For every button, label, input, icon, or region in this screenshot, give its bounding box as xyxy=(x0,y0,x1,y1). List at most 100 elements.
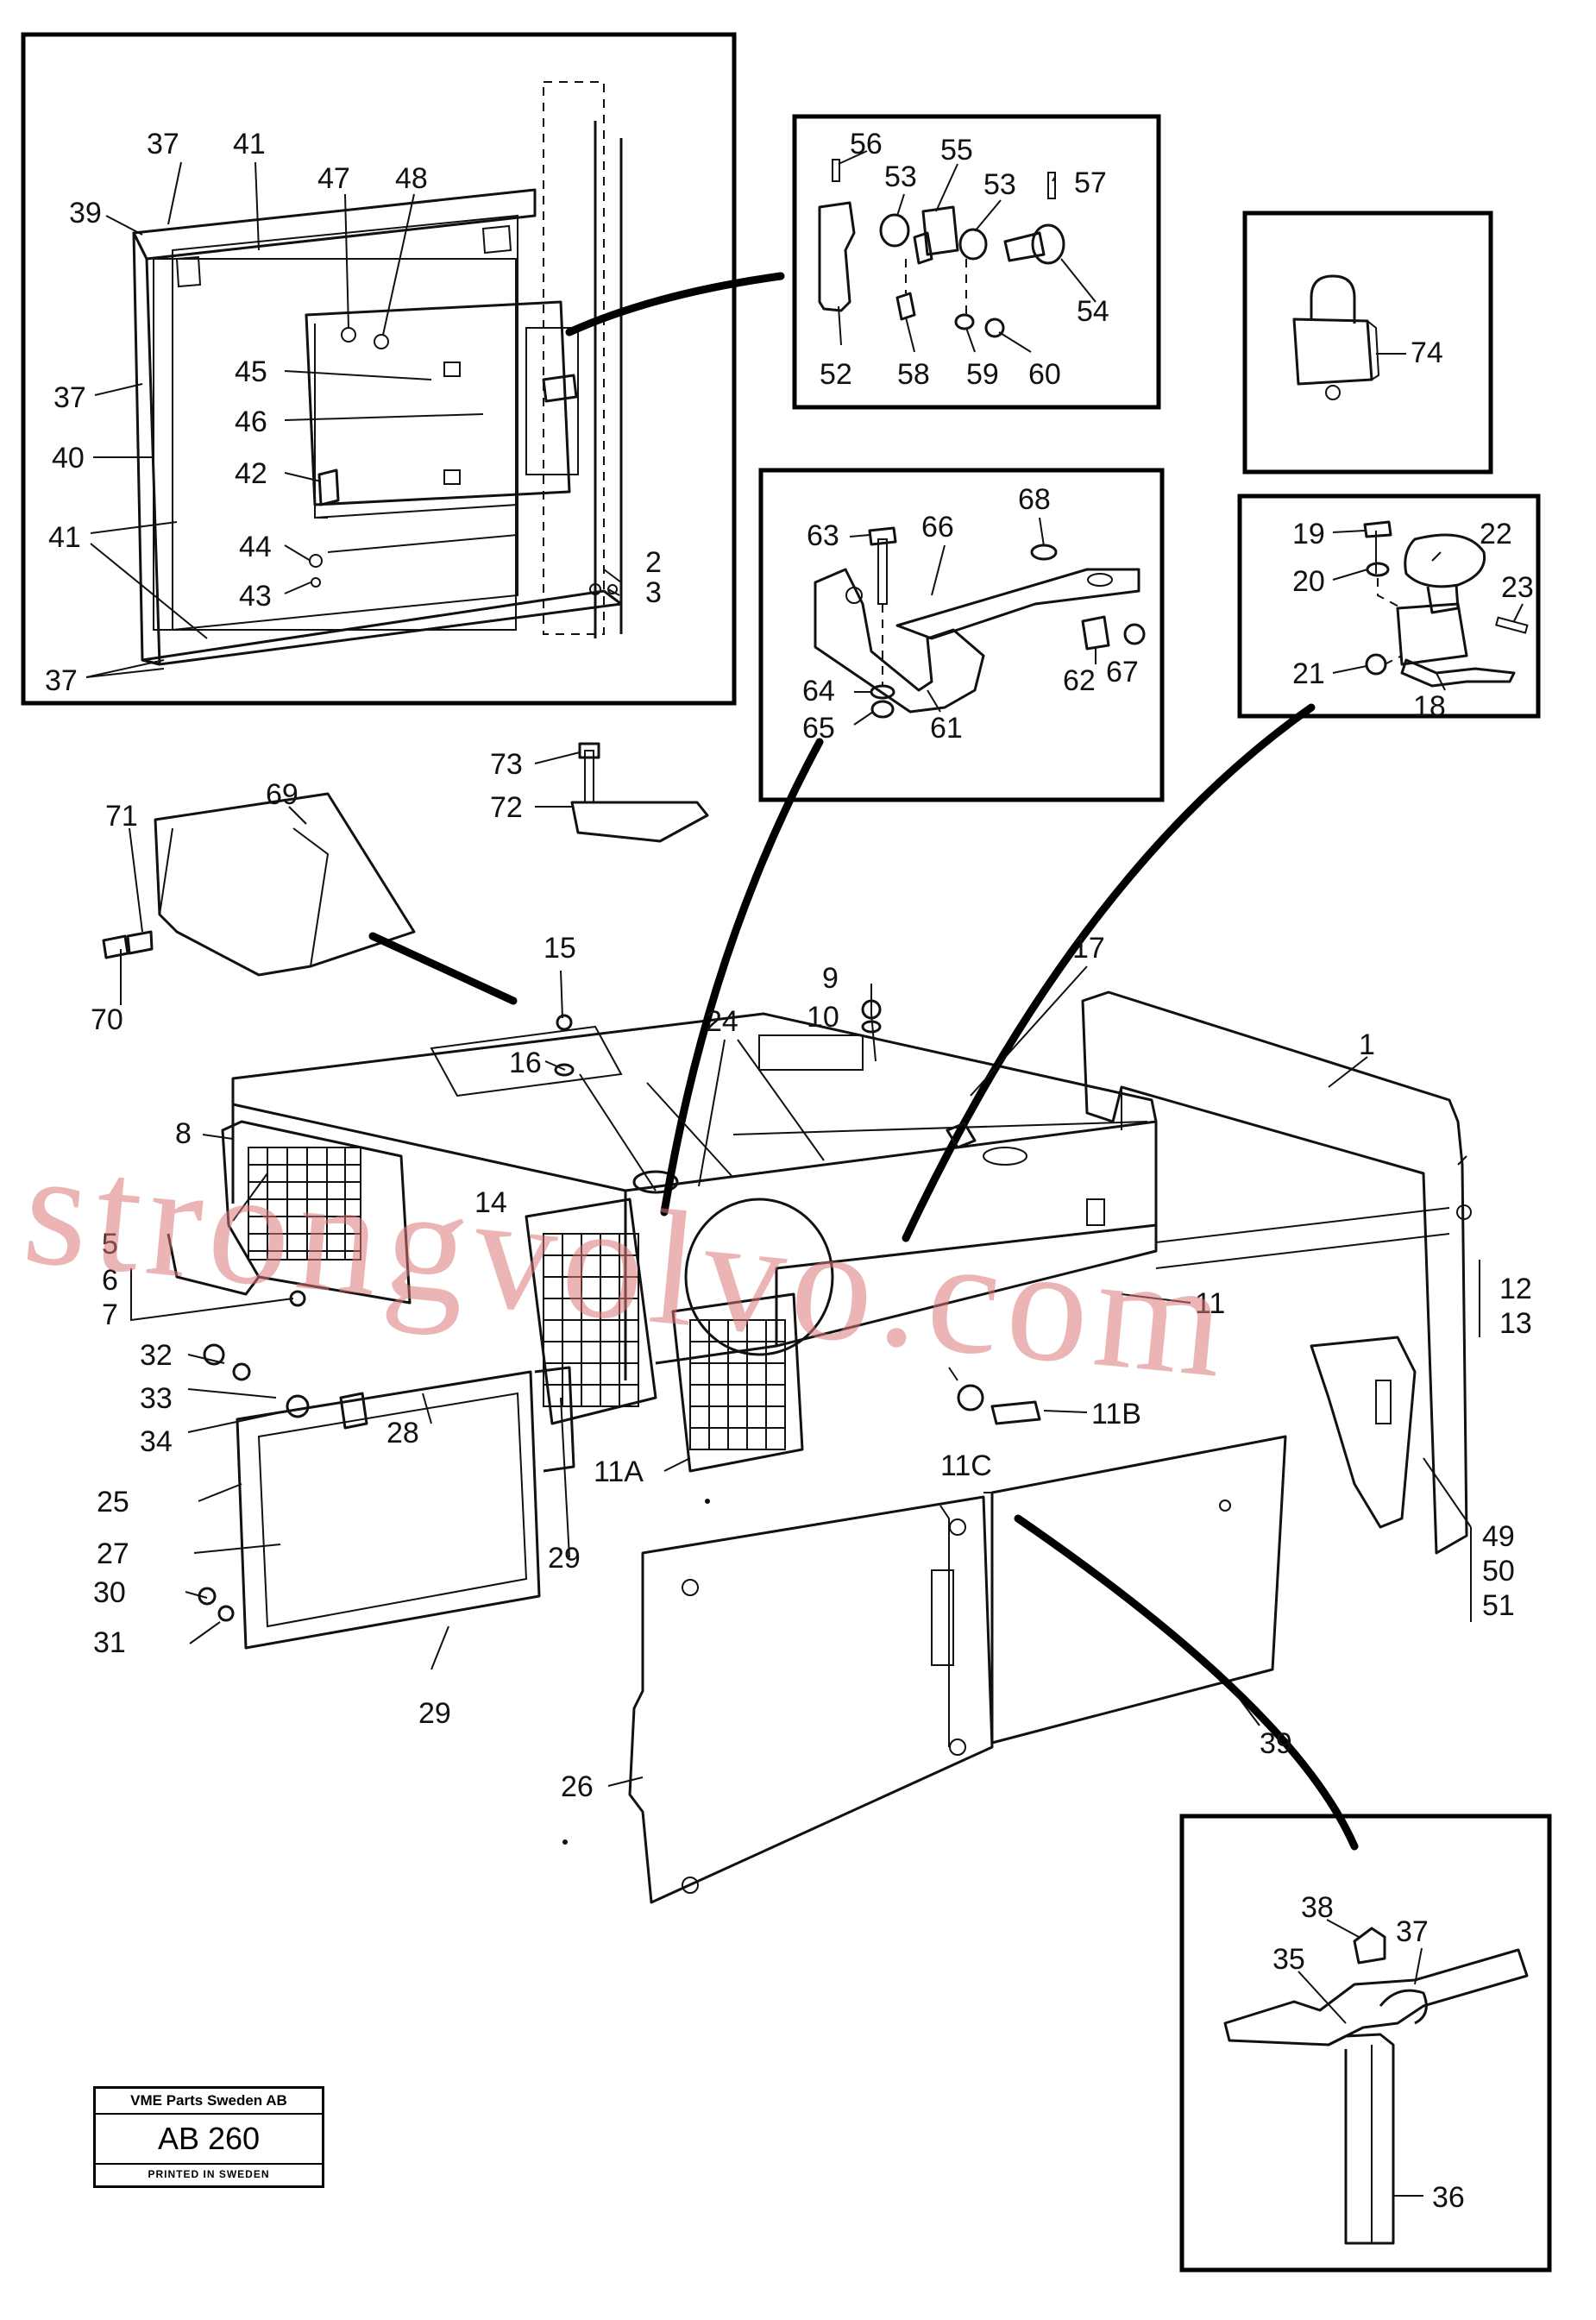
connector-arcs xyxy=(368,272,1359,1851)
stamp-printed: PRINTED IN SWEDEN xyxy=(148,2168,270,2180)
label-50: 50 xyxy=(1482,1555,1515,1588)
label-38: 38 xyxy=(1301,1891,1334,1924)
label-19: 19 xyxy=(1292,518,1325,550)
label-15: 15 xyxy=(544,932,576,965)
label-45: 45 xyxy=(235,355,267,388)
label-37: 37 xyxy=(1396,1915,1429,1948)
label-71: 71 xyxy=(105,800,138,833)
label-2: 2 xyxy=(645,546,662,579)
label-34: 34 xyxy=(140,1425,173,1458)
label-70: 70 xyxy=(91,1003,123,1036)
label-54: 54 xyxy=(1077,295,1109,328)
label-1: 1 xyxy=(1359,1028,1375,1061)
label-14: 14 xyxy=(474,1186,507,1219)
detail-box-lock-knob xyxy=(1237,494,1541,719)
label-51: 51 xyxy=(1482,1589,1515,1622)
label-11a: 11A xyxy=(594,1456,644,1488)
label-13: 13 xyxy=(1499,1307,1532,1340)
leader-lines-hinge-pin xyxy=(838,150,1096,353)
publisher-stamp: VME Parts Sweden AB AB 260 PRINTED IN SW… xyxy=(93,2086,324,2188)
label-66: 66 xyxy=(921,511,954,544)
label-40: 40 xyxy=(52,442,85,475)
label-69: 69 xyxy=(266,778,298,811)
label-42: 42 xyxy=(235,457,267,490)
label-37: 37 xyxy=(45,664,78,697)
label-74: 74 xyxy=(1411,336,1443,369)
detail-box-door-interior xyxy=(21,32,737,706)
label-48: 48 xyxy=(395,162,428,195)
label-11: 11 xyxy=(1195,1287,1225,1320)
label-28: 28 xyxy=(386,1417,419,1449)
label-12: 12 xyxy=(1499,1273,1532,1305)
label-31: 31 xyxy=(93,1626,126,1659)
label-32: 32 xyxy=(140,1339,173,1372)
label-29: 29 xyxy=(548,1542,581,1575)
label-22: 22 xyxy=(1480,518,1512,550)
label-53: 53 xyxy=(884,160,917,193)
label-49: 49 xyxy=(1482,1520,1515,1553)
label-55: 55 xyxy=(940,134,973,167)
label-27: 27 xyxy=(97,1537,129,1570)
label-53: 53 xyxy=(983,168,1016,201)
label-5: 5 xyxy=(102,1228,118,1261)
label-62: 62 xyxy=(1063,664,1096,697)
leader-lines-seal xyxy=(1298,1919,1423,2197)
label-11b: 11B xyxy=(1091,1398,1141,1430)
label-68: 68 xyxy=(1018,483,1051,516)
label-63: 63 xyxy=(807,519,839,552)
label-17: 17 xyxy=(1072,932,1105,965)
label-60: 60 xyxy=(1028,358,1061,391)
label-18: 18 xyxy=(1413,690,1446,723)
leader-lines-main xyxy=(120,751,1480,1787)
label-39: 39 xyxy=(1260,1727,1292,1760)
detail-box-padlock xyxy=(1242,211,1493,475)
label-41: 41 xyxy=(48,521,81,554)
label-72: 72 xyxy=(490,791,523,824)
label-64: 64 xyxy=(802,675,835,707)
label-10: 10 xyxy=(807,1001,839,1034)
label-33: 33 xyxy=(140,1382,173,1415)
label-26: 26 xyxy=(561,1770,594,1803)
label-67: 67 xyxy=(1106,656,1139,688)
label-43: 43 xyxy=(239,580,272,613)
label-37: 37 xyxy=(147,128,179,160)
main-assembly xyxy=(102,742,1472,1904)
label-61: 61 xyxy=(930,712,963,745)
label-37: 37 xyxy=(53,381,86,414)
label-21: 21 xyxy=(1292,657,1325,690)
label-58: 58 xyxy=(897,358,930,391)
detail-box-hinge-pin xyxy=(792,114,1161,410)
label-46: 46 xyxy=(235,406,267,438)
label-57: 57 xyxy=(1074,167,1107,199)
label-3: 3 xyxy=(645,576,662,609)
leader-lines-hinge-bracket xyxy=(849,517,1096,726)
stamp-company: VME Parts Sweden AB xyxy=(96,2089,322,2115)
label-9: 9 xyxy=(822,962,839,995)
label-35: 35 xyxy=(1272,1943,1305,1976)
label-30: 30 xyxy=(93,1576,126,1609)
leader-lines-door-interior xyxy=(85,161,622,678)
label-16: 16 xyxy=(509,1047,542,1079)
label-65: 65 xyxy=(802,712,835,745)
detail-box-seal xyxy=(1179,1814,1552,2273)
label-24: 24 xyxy=(706,1005,738,1038)
label-59: 59 xyxy=(966,358,999,391)
stray-dot xyxy=(705,1499,710,1504)
detail-box-hinge-bracket xyxy=(758,468,1165,802)
label-52: 52 xyxy=(820,358,852,391)
label-44: 44 xyxy=(239,531,272,563)
label-56: 56 xyxy=(850,128,883,160)
label-29: 29 xyxy=(418,1697,451,1730)
stamp-code: AB 260 xyxy=(96,2115,322,2165)
label-36: 36 xyxy=(1432,2181,1465,2214)
leader-lines-lock-knob xyxy=(1332,530,1524,691)
label-8: 8 xyxy=(175,1117,192,1150)
label-41: 41 xyxy=(233,128,266,160)
label-25: 25 xyxy=(97,1486,129,1518)
label-20: 20 xyxy=(1292,565,1325,598)
label-7: 7 xyxy=(102,1298,118,1331)
label-23: 23 xyxy=(1501,571,1534,604)
label-11c: 11C xyxy=(940,1449,992,1482)
stray-dot xyxy=(562,1839,568,1845)
